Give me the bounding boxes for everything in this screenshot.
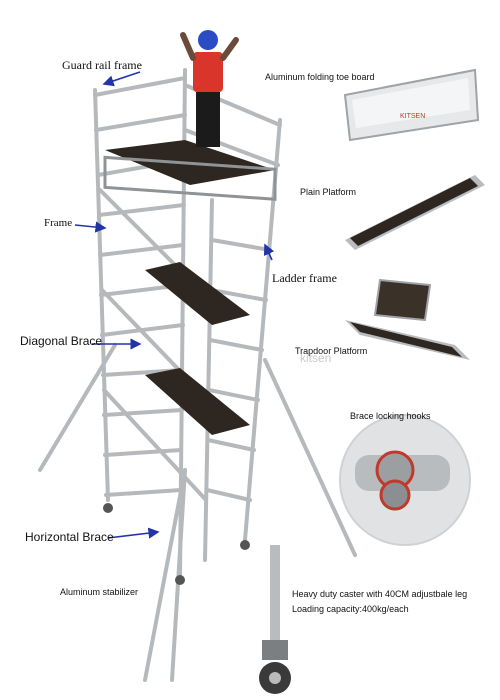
label-ladder-frame: Ladder frame [272,271,337,285]
label-brace-hooks: Brace locking hooks [350,411,431,421]
plain-platform-image [345,175,485,250]
toe-board-brand: KITSEN [400,113,425,120]
label-diagonal-brace: Diagonal Brace [20,334,103,348]
label-toe-board: Aluminum folding toe board [265,72,375,82]
label-caster-line1: Heavy duty caster with 40CM adjustbale l… [292,589,468,599]
label-caster-line2: Loading capacity:400kg/each [292,604,409,614]
guard-rail-arrow [102,71,141,87]
label-horizontal-brace: Horizontal Brace [25,530,114,544]
label-trapdoor-platform: Trapdoor Platform [295,346,368,356]
frame-arrow [74,221,107,233]
worker-figure [180,30,239,147]
caster-leg-image [259,545,291,694]
toe-board-image [343,68,480,142]
horizontal-brace-arrow [107,527,160,539]
watermark-text: kitsen [300,351,332,365]
trapdoor-platform-image [345,278,470,360]
ladder-frame-arrow [263,243,275,261]
label-plain-platform: Plain Platform [300,187,357,197]
brace-hook-image [339,414,471,546]
label-aluminum-stabilizer: Aluminum stabilizer [60,587,139,597]
platforms [103,140,277,435]
label-frame: Frame [44,217,73,229]
tower-casters [103,503,250,585]
label-guard-rail-frame: Guard rail frame [62,58,142,72]
scaffold-tower [38,68,357,682]
